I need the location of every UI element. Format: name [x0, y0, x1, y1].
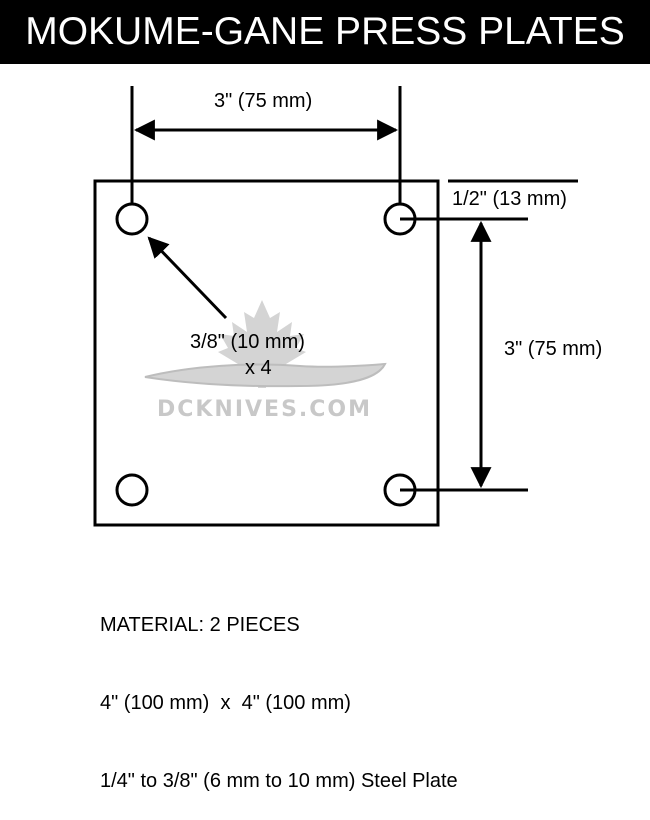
knife-outline-icon — [144, 362, 387, 388]
material-line-2: 4" (100 mm) x 4" (100 mm) — [100, 692, 351, 714]
hole-top-left — [115, 202, 149, 236]
steel-plate — [93, 179, 440, 527]
material-notes: MATERIAL: 2 PIECES 4" (100 mm) x 4" (100… — [100, 560, 458, 820]
hole-count-label: x 4 — [245, 357, 272, 379]
plate-drawing — [93, 86, 578, 527]
top-width-label: 3" (75 mm) — [214, 90, 313, 112]
edge-offset-label: 1/2" (13 mm) — [452, 188, 567, 210]
knife-blade-icon — [145, 364, 385, 387]
watermark-logo — [145, 300, 385, 388]
hole-bottom-left — [115, 473, 149, 507]
material-line-3: 1/4" to 3/8" (6 mm to 10 mm) Steel Plate — [100, 770, 458, 792]
material-line-1: MATERIAL: 2 PIECES — [100, 614, 300, 636]
page-title: MOKUME-GANE PRESS PLATES — [25, 10, 625, 53]
right-height-label: 3" (75 mm) — [504, 338, 603, 360]
title-bar: MOKUME-GANE PRESS PLATES — [0, 0, 650, 64]
hole-pointer-arrow — [147, 236, 228, 320]
hole-size-label: 3/8" (10 mm) — [190, 331, 305, 353]
watermark-text: DCKNIVES.COM — [156, 397, 373, 422]
